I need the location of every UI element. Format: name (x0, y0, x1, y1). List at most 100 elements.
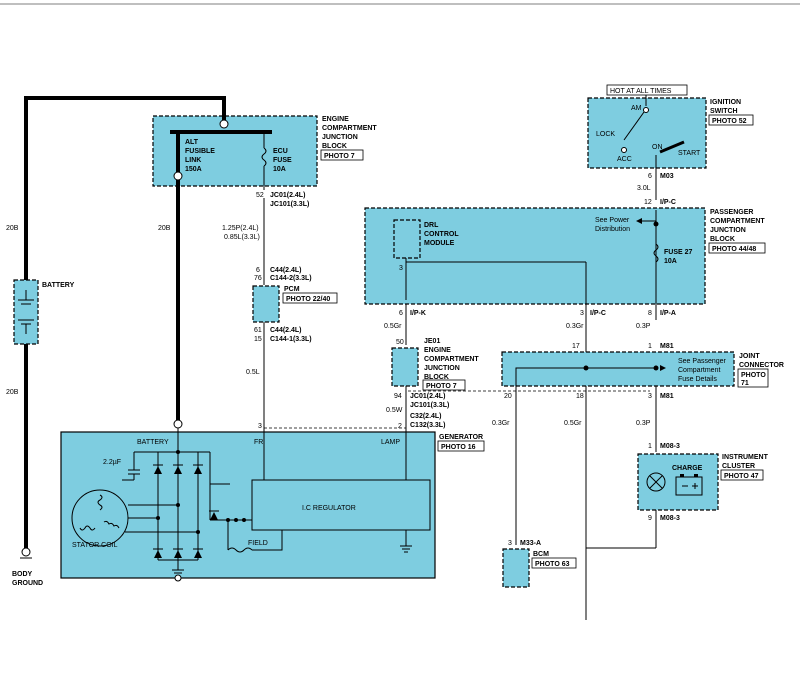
ign-start: START (678, 150, 701, 157)
gen-cap: 2.2µF (103, 459, 121, 466)
joint-l1: JOINT (739, 353, 760, 360)
battery-label: BATTERY (42, 282, 75, 289)
battery-warning-icon (675, 476, 703, 496)
m03: M03 (660, 173, 674, 180)
pin-50: 50 (396, 339, 404, 346)
pin-1-m083: 1 (648, 443, 652, 450)
jc01-b: JC01(2.4L) (410, 393, 445, 400)
ipc-2: I/P-C (590, 310, 606, 317)
joint-l2: CONNECTOR (739, 362, 784, 369)
pcm-box (252, 285, 280, 323)
pcm-label: PCM (284, 286, 300, 293)
rectifier-diodes (153, 452, 219, 560)
pin-12: 12 (644, 199, 652, 206)
wire-0-5w: 0.5W (386, 407, 403, 414)
c32: C32(2.4L) (410, 413, 442, 420)
bcm-photo: PHOTO 63 (535, 561, 570, 568)
joint-connector (501, 351, 735, 387)
pin-3-m81: 3 (648, 393, 652, 400)
pin-6: 6 (256, 267, 260, 274)
wire-0-3p-b: 0.3P (636, 420, 651, 427)
drl-l1: DRL (424, 222, 439, 229)
alt-wire: 20B (158, 225, 171, 232)
je01-photo: PHOTO 7 (426, 383, 457, 390)
see-power-l1: See Power (595, 217, 630, 224)
m81-b: M81 (660, 393, 674, 400)
je01-l2: COMPARTMENT (424, 356, 479, 363)
m81-a: M81 (660, 343, 674, 350)
passenger-junction-block (364, 207, 706, 305)
pin-8: 8 (648, 310, 652, 317)
jc01-a: JC01(2.4L) (270, 192, 305, 199)
pin-6-m03: 6 (648, 173, 652, 180)
pin-61: 61 (254, 327, 262, 334)
fuse27-l2: 10A (664, 258, 677, 265)
engine-jb-l3: JUNCTION (322, 134, 358, 141)
wire-0-3p-a: 0.3P (636, 323, 651, 330)
je01-code: JE01 (424, 338, 440, 345)
ign-on: ON (652, 144, 663, 151)
ipk: I/P-K (410, 310, 426, 317)
cluster-l1: INSTRUMENT (722, 454, 769, 461)
c144-2: C144-2(3.3L) (270, 275, 312, 282)
ign-am: AM (631, 105, 642, 112)
engine-jb-l1: ENGINE (322, 116, 349, 123)
wire-1-25p: 1.25P(2.4L) (222, 225, 259, 232)
wire-0-5gr-a: 0.5Gr (384, 323, 402, 330)
ign-l2: SWITCH (710, 108, 738, 115)
gen-photo: PHOTO 16 (441, 444, 476, 451)
hot-label: HOT AT ALL TIMES (610, 88, 672, 95)
bcm-box (502, 548, 530, 588)
joint-see3: Fuse Details (678, 376, 717, 383)
bcm-conn: M33-A (520, 540, 541, 547)
ign-photo: PHOTO 52 (712, 118, 747, 125)
m083-a: M08-3 (660, 443, 680, 450)
pin-76: 76 (254, 275, 262, 282)
pjb-l2: COMPARTMENT (710, 218, 765, 225)
pjb-l4: BLOCK (710, 236, 735, 243)
stator-label: STATOR COIL (72, 542, 118, 549)
gen-fr: FR (254, 439, 263, 446)
c44-b: C44(2.4L) (270, 327, 302, 334)
battery-wire-top: 20B (6, 225, 19, 232)
jc101-b: JC101(3.3L) (410, 402, 449, 409)
pcm-photo: PHOTO 22/40 (286, 296, 330, 303)
ecu-fuse-l2: FUSE (273, 157, 292, 164)
c44-a: C44(2.4L) (270, 267, 302, 274)
wire-0-3gr-b: 0.3Gr (492, 420, 510, 427)
joint-see2: Compartment (678, 367, 720, 374)
cluster-photo: PHOTO 47 (724, 473, 759, 480)
charge-label: CHARGE (672, 465, 703, 472)
gen-battery: BATTERY (137, 439, 169, 446)
alt-link-l2: FUSIBLE (185, 148, 215, 155)
pin-9: 9 (648, 515, 652, 522)
gen-lamp: LAMP (381, 439, 400, 446)
joint-photo2: 71 (741, 380, 749, 387)
wire-0-5gr-b: 0.5Gr (564, 420, 582, 427)
je01-block (391, 347, 419, 387)
pjb-photo: PHOTO 44/48 (712, 246, 756, 253)
m083-b: M08-3 (660, 515, 680, 522)
pin-52: 52 (256, 192, 264, 199)
pjb-l1: PASSENGER (710, 209, 753, 216)
ign-l1: IGNITION (710, 99, 741, 106)
engine-jb-photo: PHOTO 7 (324, 153, 355, 160)
engine-jb-l4: BLOCK (322, 143, 347, 150)
pin-15: 15 (254, 336, 262, 343)
pin-94: 94 (394, 393, 402, 400)
bcm-pin: 3 (508, 540, 512, 547)
alt-link-l3: LINK (185, 157, 201, 164)
ign-acc: ACC (617, 156, 632, 163)
pin-1-m81: 1 (648, 343, 652, 350)
alt-link-l4: 150A (185, 166, 202, 173)
instrument-cluster (637, 453, 719, 511)
jc101-a: JC101(3.3L) (270, 201, 309, 208)
gen-label: GENERATOR (439, 434, 483, 441)
bcm-label: BCM (533, 551, 549, 558)
je01-l1: ENGINE (424, 347, 451, 354)
wire-0-5l: 0.5L (246, 369, 260, 376)
cluster-l2: CLUSTER (722, 463, 755, 470)
wire-0-3gr-a: 0.3Gr (566, 323, 584, 330)
ecu-fuse-l3: 10A (273, 166, 286, 173)
ign-lock: LOCK (596, 131, 615, 138)
